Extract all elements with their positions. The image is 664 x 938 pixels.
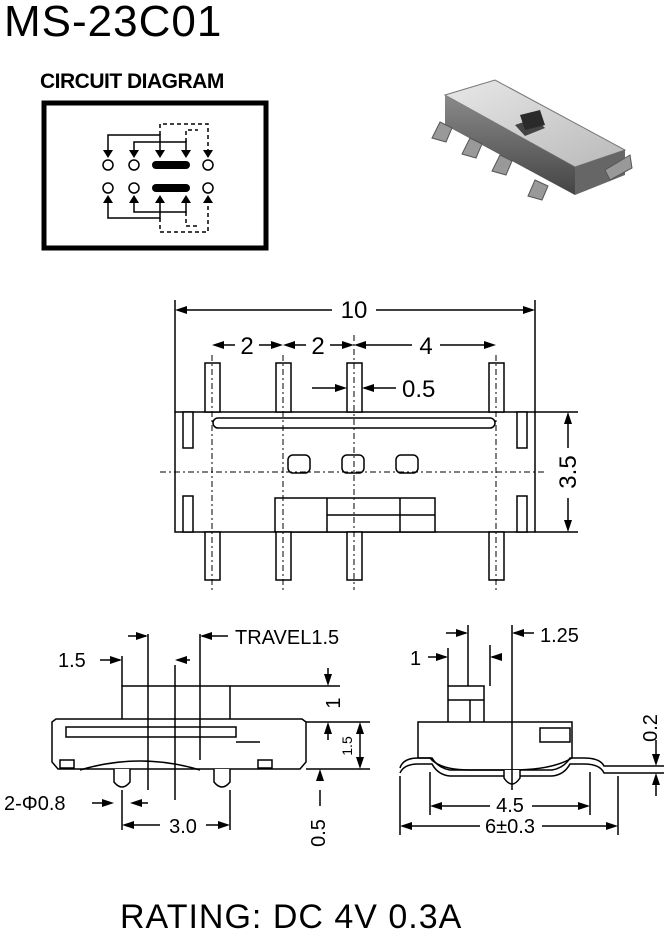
dim-peg-diameter: 2-Φ0.8 xyxy=(4,793,66,815)
dim-actuator-height: 1 xyxy=(323,697,345,708)
dim-overall-width: 6±0.3 xyxy=(485,816,535,838)
dim-body-height: 3.5 xyxy=(555,455,582,488)
dim-peg-pitch: 3.0 xyxy=(169,816,197,838)
circuit-diagram-label: CIRCUIT DIAGRAM xyxy=(40,70,224,93)
dim-actuator-offset: 1.25 xyxy=(540,625,579,647)
dim-pitch-1: 2 xyxy=(240,333,253,360)
dim-body-height-side: 1.5 xyxy=(339,736,355,756)
dim-terminal-thickness: 0.2 xyxy=(640,714,662,742)
dim-body-width: 4.5 xyxy=(496,795,524,817)
part-number-title: MS-23C01 xyxy=(4,0,223,46)
dim-actuator-width: 1 xyxy=(410,648,421,670)
dim-pin-width: 0.5 xyxy=(402,376,435,403)
dim-pitch-2: 2 xyxy=(311,333,324,360)
dim-pitch-3: 4 xyxy=(419,333,432,360)
dim-travel: TRAVEL1.5 xyxy=(235,627,339,649)
dim-overall-length: 10 xyxy=(341,297,368,324)
dim-actuator-length: 1.5 xyxy=(58,650,86,672)
dim-peg-length: 0.5 xyxy=(308,819,330,847)
rating-text: RATING: DC 4V 0.3A xyxy=(120,898,463,936)
